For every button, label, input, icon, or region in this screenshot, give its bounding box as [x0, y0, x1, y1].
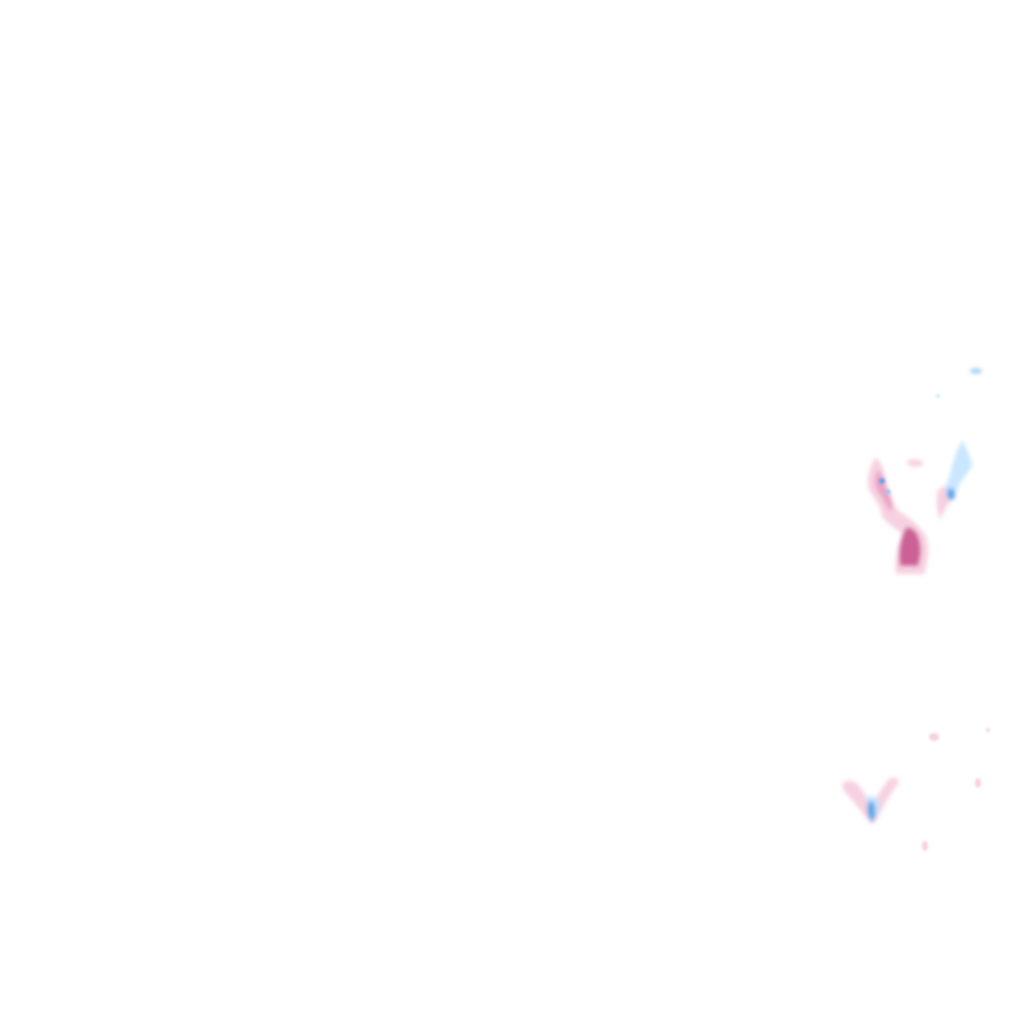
cell-north-pink-rain-cores: [879, 478, 891, 495]
cell-specks: [922, 394, 990, 851]
cell-north-pink: [867, 458, 954, 574]
cell-south: [842, 777, 899, 824]
cell-north-blue: [945, 368, 982, 500]
